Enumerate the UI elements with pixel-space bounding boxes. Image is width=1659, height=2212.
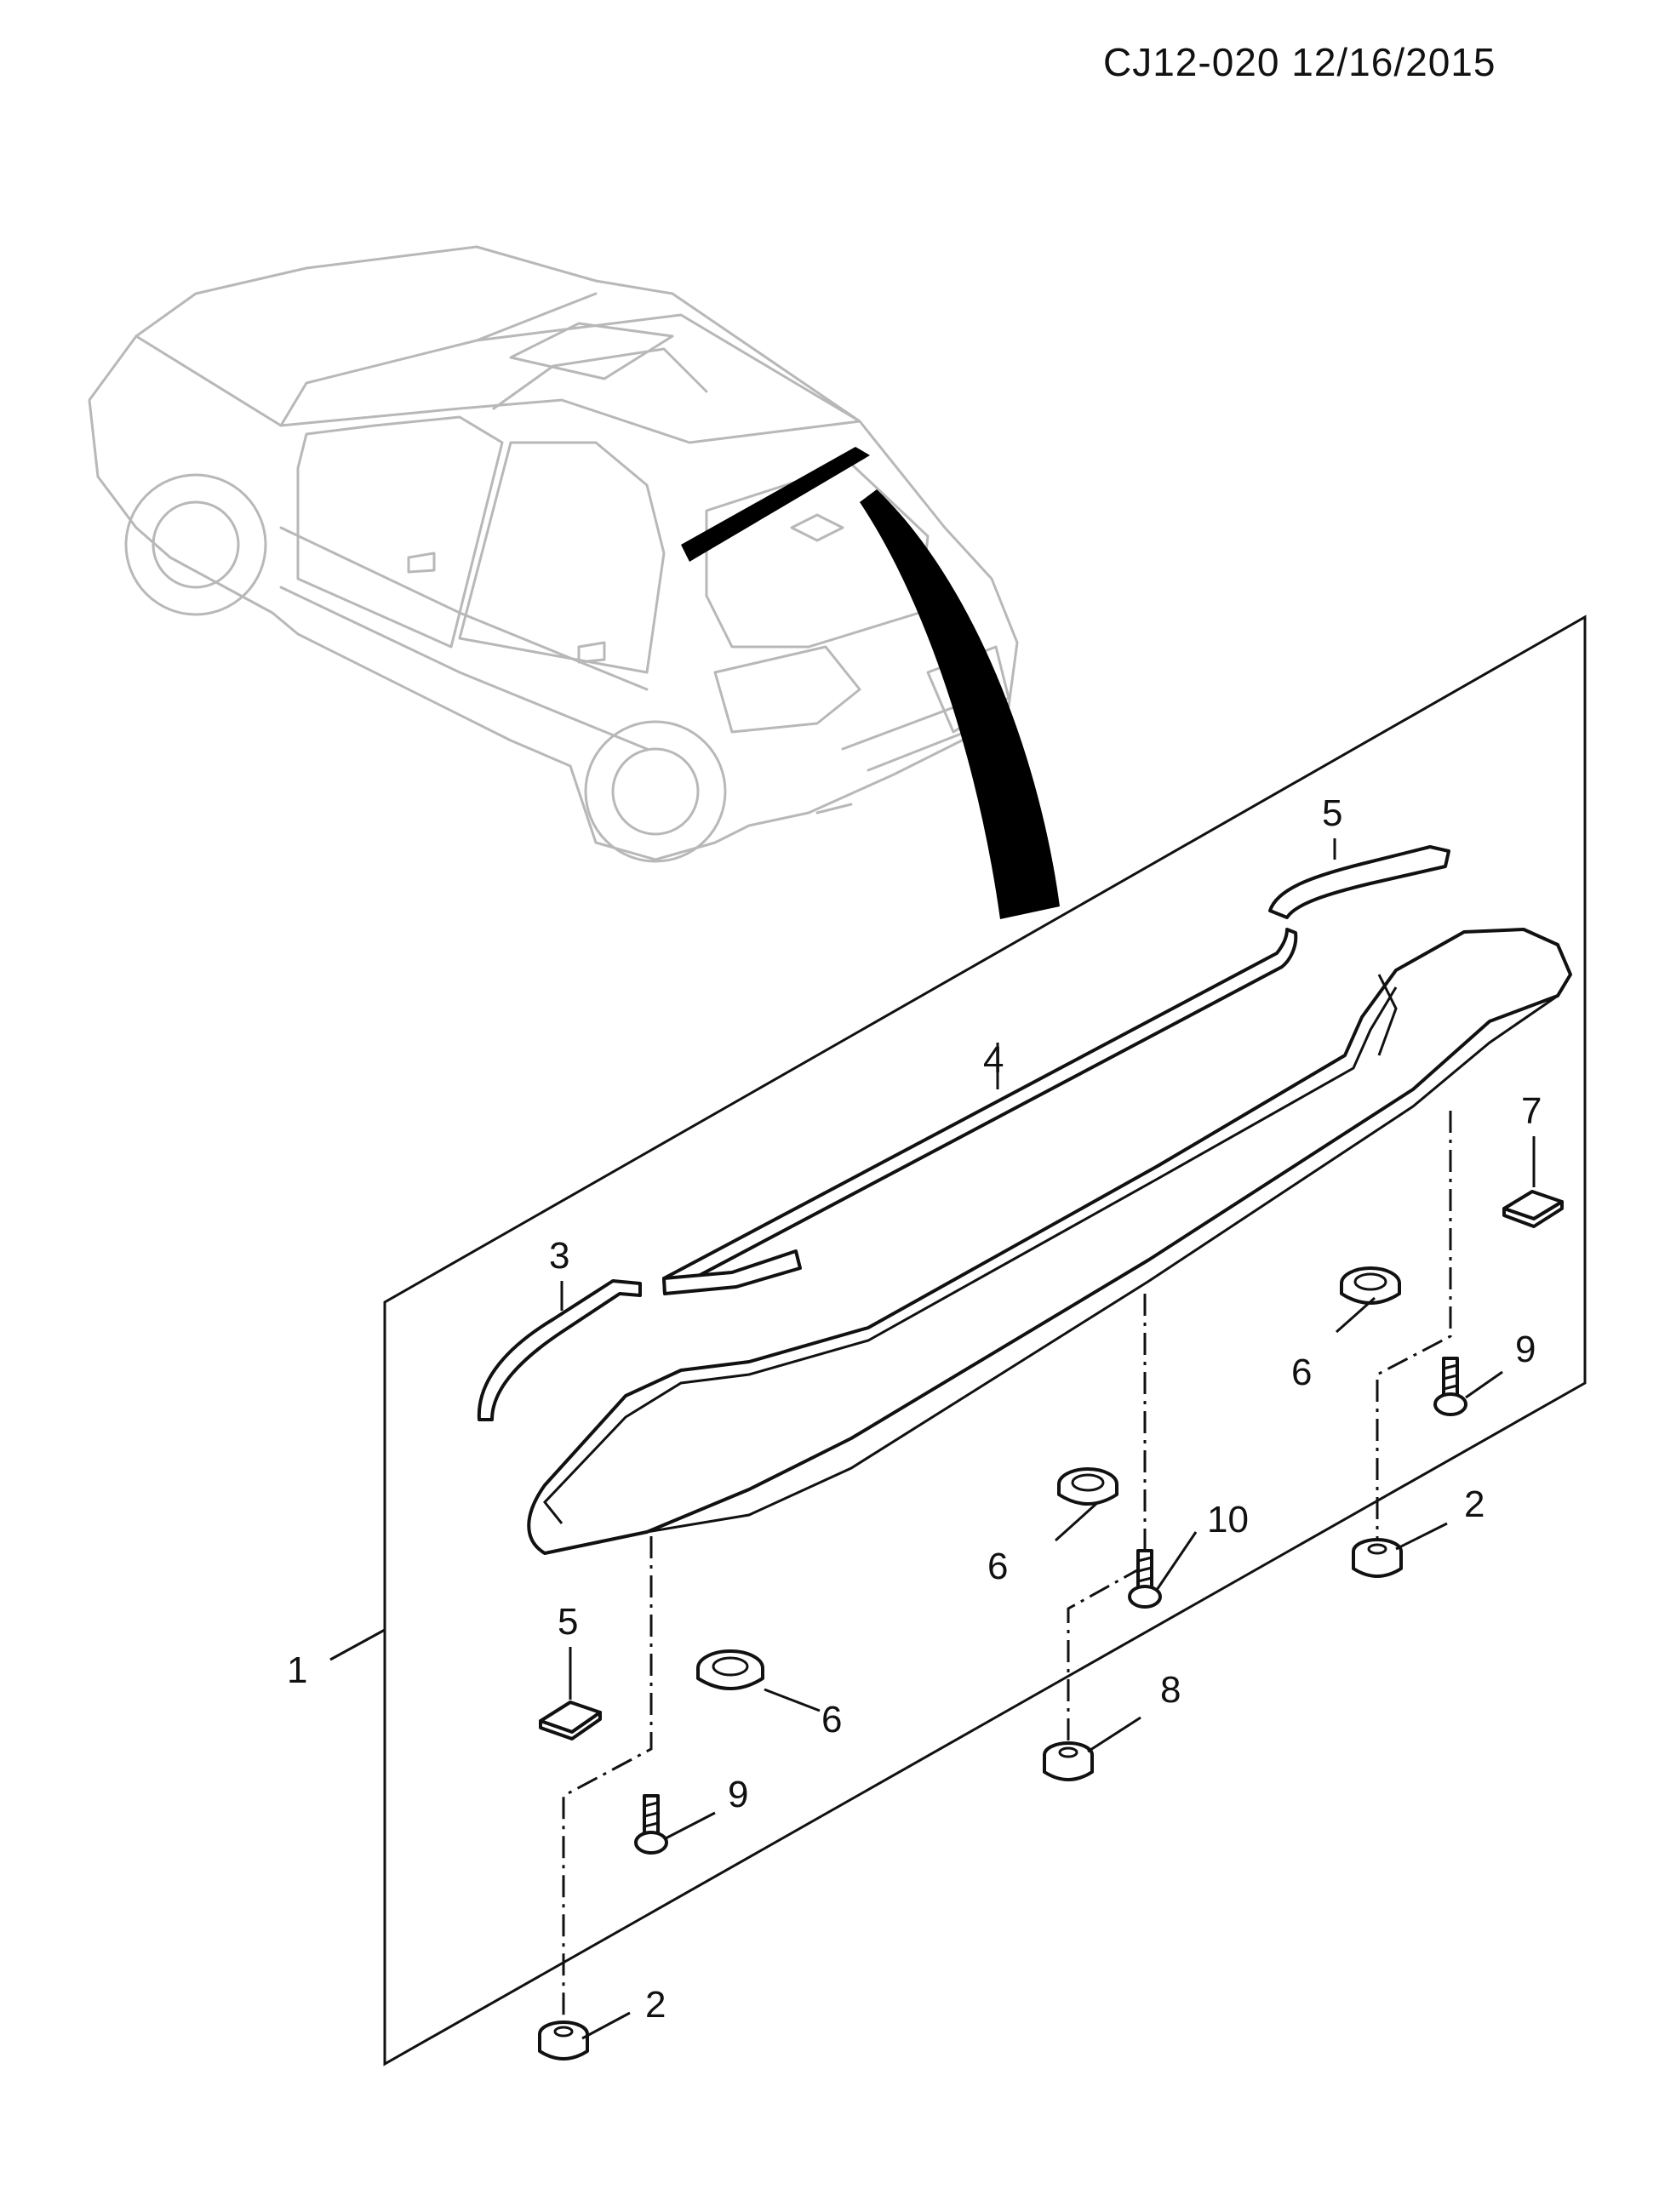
callout-2-lower: 2 xyxy=(645,1984,666,2026)
callout-5-lower: 5 xyxy=(558,1601,578,1643)
callout-6-upper: 6 xyxy=(1291,1352,1312,1393)
location-pointer-sweep xyxy=(860,489,1060,919)
grommet-lower xyxy=(696,1649,764,1690)
adhesive-pad-right xyxy=(1502,1190,1564,1228)
callout-8: 8 xyxy=(1160,1669,1181,1711)
callout-5-upper: 5 xyxy=(1322,792,1342,834)
car-outline-illustration xyxy=(88,245,1019,863)
callout-3: 3 xyxy=(549,1235,569,1277)
adhesive-pad-left xyxy=(539,1700,602,1740)
assembly-frame xyxy=(383,614,1587,2066)
callout-7: 7 xyxy=(1521,1090,1542,1132)
callout-6-lower: 6 xyxy=(821,1699,842,1740)
seal-strip-left xyxy=(477,1279,642,1421)
callout-4: 4 xyxy=(983,1039,1004,1081)
spoiler-location-highlight xyxy=(681,447,870,562)
callout-1: 1 xyxy=(287,1649,307,1691)
seal-strip-middle xyxy=(662,1249,802,1295)
rear-spoiler-body xyxy=(527,928,1572,1555)
flange-nut-lower xyxy=(538,2021,589,2061)
screw-left xyxy=(634,1794,668,1855)
callout-10: 10 xyxy=(1207,1499,1249,1540)
callout-9-right: 9 xyxy=(1515,1329,1536,1370)
callout-2-right: 2 xyxy=(1464,1483,1485,1525)
diagram-code-date: CJ12-020 12/16/2015 xyxy=(1103,40,1496,84)
grommet-upper xyxy=(1340,1266,1401,1305)
screw-center xyxy=(1128,1549,1162,1609)
flange-nut-middle xyxy=(1043,1741,1094,1781)
seal-strip-right xyxy=(1268,845,1450,919)
callout-9-left: 9 xyxy=(728,1774,748,1815)
flange-nut-right xyxy=(1352,1538,1403,1578)
screw-right xyxy=(1433,1357,1467,1416)
seal-strip-long xyxy=(662,928,1298,1295)
grommet-middle xyxy=(1057,1467,1118,1506)
callout-6-middle: 6 xyxy=(987,1546,1008,1587)
